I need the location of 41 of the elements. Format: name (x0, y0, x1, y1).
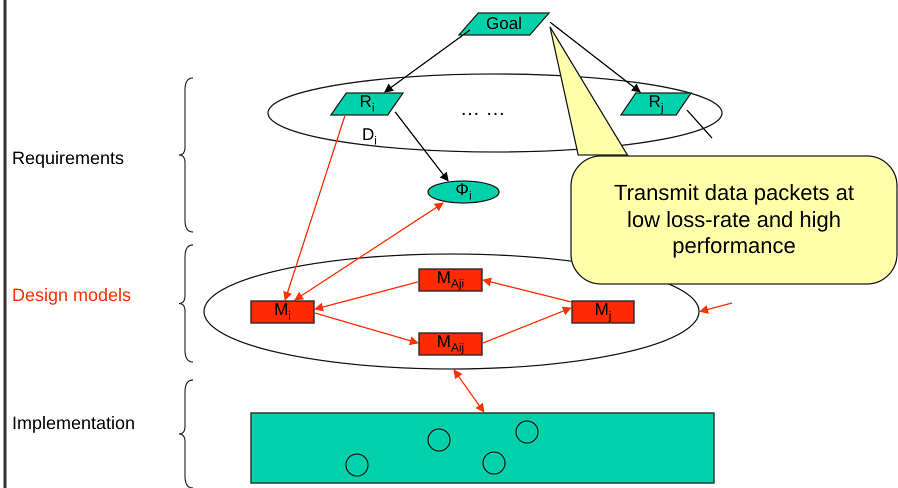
arrow (283, 116, 346, 301)
arrow (294, 202, 444, 301)
implementation-box (250, 412, 715, 484)
circle-node (427, 428, 451, 452)
arrow (453, 369, 484, 413)
node-text: Φ$_{i}$ (455, 181, 472, 203)
circle-node (482, 451, 506, 475)
model-box (418, 332, 483, 356)
node-text: R$_{i}$ (360, 93, 374, 115)
node-text: M$_{i}$ (274, 301, 291, 323)
label-text: Requirements (12, 148, 124, 169)
label-text: Design models (12, 285, 132, 306)
ellipse-group (267, 73, 723, 153)
circle-node (515, 420, 539, 444)
model-box (250, 300, 315, 324)
parallelogram-node (620, 92, 692, 116)
callout-pointer (549, 26, 628, 156)
circle-node (345, 453, 369, 477)
arrow (394, 112, 449, 182)
node-text: M$_{Aji}$ (436, 269, 464, 291)
model-box (418, 268, 483, 292)
node-text: R$_{j}$ (648, 93, 664, 115)
node-text: Goal (486, 14, 522, 34)
node-text: M$_{Aij}$ (436, 333, 464, 355)
arrow (314, 281, 418, 312)
arrow (699, 302, 732, 314)
node-caption: D$_{i}$ (362, 125, 377, 148)
label-text: Implementation (12, 413, 136, 434)
parallelogram-node (458, 12, 550, 36)
model-box (571, 300, 635, 324)
arrow (482, 278, 572, 303)
speech-callout (570, 155, 898, 285)
arrow (550, 22, 641, 93)
ellipse-node (427, 180, 500, 204)
ellipsis-text: … … (460, 98, 506, 121)
arrow (482, 306, 572, 344)
arrow (314, 312, 419, 346)
connector-line (686, 110, 712, 138)
node-text: M$_{j}$ (594, 301, 612, 323)
arrow (384, 29, 470, 93)
callout-text: Transmit data packets at low loss-rate and high performance (612, 180, 856, 260)
